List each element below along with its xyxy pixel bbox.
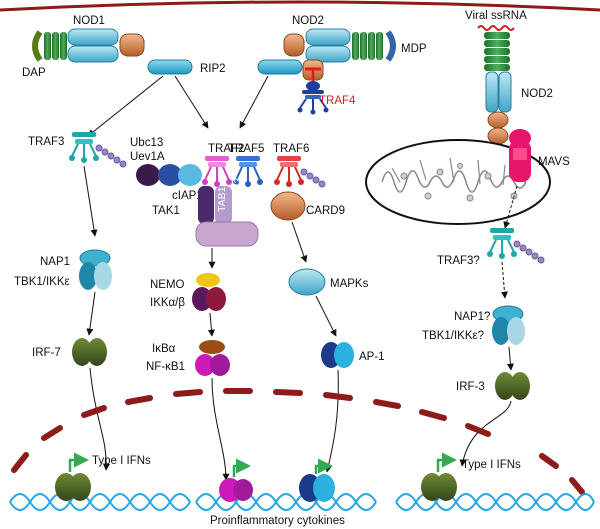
traf6-label: TRAF6 (273, 143, 309, 155)
transcription-arrow-middle (232, 458, 251, 477)
nod1-label: NOD1 (73, 15, 105, 27)
mitochondrion (365, 139, 551, 225)
transcription-arrow-ap1 (314, 458, 333, 474)
dap-label: DAP (22, 67, 46, 79)
mavs-label: MAVS (538, 156, 570, 168)
tab-tak1-complex (195, 186, 259, 247)
traf6-icon (274, 156, 326, 188)
irf7-dimer (72, 338, 107, 366)
ikba-label: IκBα (152, 343, 176, 355)
nuclear-membrane (11, 388, 585, 495)
irf3-dna-bound (421, 473, 457, 501)
irf7-label: IRF-7 (32, 347, 61, 359)
traf3-right-label: TRAF3? (437, 255, 480, 267)
nap1-tbk1-right-complex (492, 305, 525, 345)
nap1-tbk1-complex (79, 249, 112, 290)
mavs-shape (509, 129, 531, 182)
nod2-top-label: NOD2 (292, 15, 324, 27)
arrow-rip2-traf5 (239, 75, 269, 129)
tbk1-label: TBK1/IKKε (14, 276, 70, 288)
nod2-right-label: NOD2 (521, 88, 553, 100)
lrr-domain (32, 30, 43, 62)
rip2-shape-right (257, 59, 303, 75)
nemo-label: NEMO (150, 279, 185, 291)
transcription-arrow-right (436, 452, 457, 472)
mapks-label: MAPKs (330, 278, 369, 290)
traf4-label: TRAF4 (319, 95, 356, 107)
rip2-shape-left (147, 59, 193, 75)
mdp-label: MDP (401, 43, 427, 55)
type1-ifns-left-label: Type I IFNs (92, 455, 151, 467)
nfkb1-label: NF-κB1 (146, 361, 185, 373)
nap1-label: NAP1 (40, 256, 70, 268)
traf4-icon (297, 81, 329, 115)
tab1-label: TAB1 (216, 186, 228, 212)
dna-left (9, 493, 191, 511)
traf3-right-icon (487, 228, 545, 264)
nod2-receptor-top (283, 28, 396, 81)
ubc13-label: Ubc13 (130, 137, 163, 149)
ap1-dna-bound (299, 474, 335, 502)
uev1a-label: Uev1A (130, 151, 165, 163)
rip2-label: RIP2 (200, 63, 226, 75)
tbk1-right-label: TBK1/IKKε? (422, 330, 484, 342)
traf3-left-label: TRAF3 (28, 136, 64, 148)
traf2-label: TRAF2 (208, 143, 244, 155)
nap1-right-label: NAP1? (454, 311, 490, 323)
nod2-receptor-right (484, 32, 512, 145)
ubc13-uev1a-ciap-complex (136, 164, 202, 186)
irf3-dimer (495, 372, 530, 400)
transcription-arrow-left (68, 452, 89, 472)
ikba-nfkb1-complex (195, 340, 230, 376)
ap1-dimer (321, 342, 354, 368)
arrow-rip2-traf2 (174, 75, 209, 129)
cell-membrane (0, 0, 600, 12)
traf5-label: TRAF5 (228, 143, 264, 155)
card9-shape (270, 191, 306, 221)
traf3-left-icon (69, 132, 127, 168)
arrow-rip2-traf3 (87, 75, 164, 137)
ikk-label: IKKα/β (150, 297, 185, 309)
ap1-label: AP-1 (359, 351, 385, 363)
tak1-label: TAK1 (152, 205, 180, 217)
nod1-receptor (32, 28, 145, 63)
viral-rna-strand (477, 25, 515, 31)
card9-label: CARD9 (306, 205, 345, 217)
nemo-ikk-complex (192, 273, 226, 311)
tab23-label: TAB2/3 (232, 178, 244, 212)
traf5-icon (233, 156, 263, 187)
nfkb-dna-bound (219, 478, 253, 502)
irf3-label: IRF-3 (456, 381, 485, 393)
proinflammatory-cytokines-label: Proinflammatory cytokines (210, 515, 345, 527)
type1-ifns-right-label: Type I IFNs (462, 459, 521, 471)
viral-ssrna-label: Viral ssRNA (465, 10, 527, 22)
mapks-shape (288, 268, 326, 296)
irf7-dna-bound (55, 473, 91, 501)
traf2-icon (202, 156, 232, 187)
